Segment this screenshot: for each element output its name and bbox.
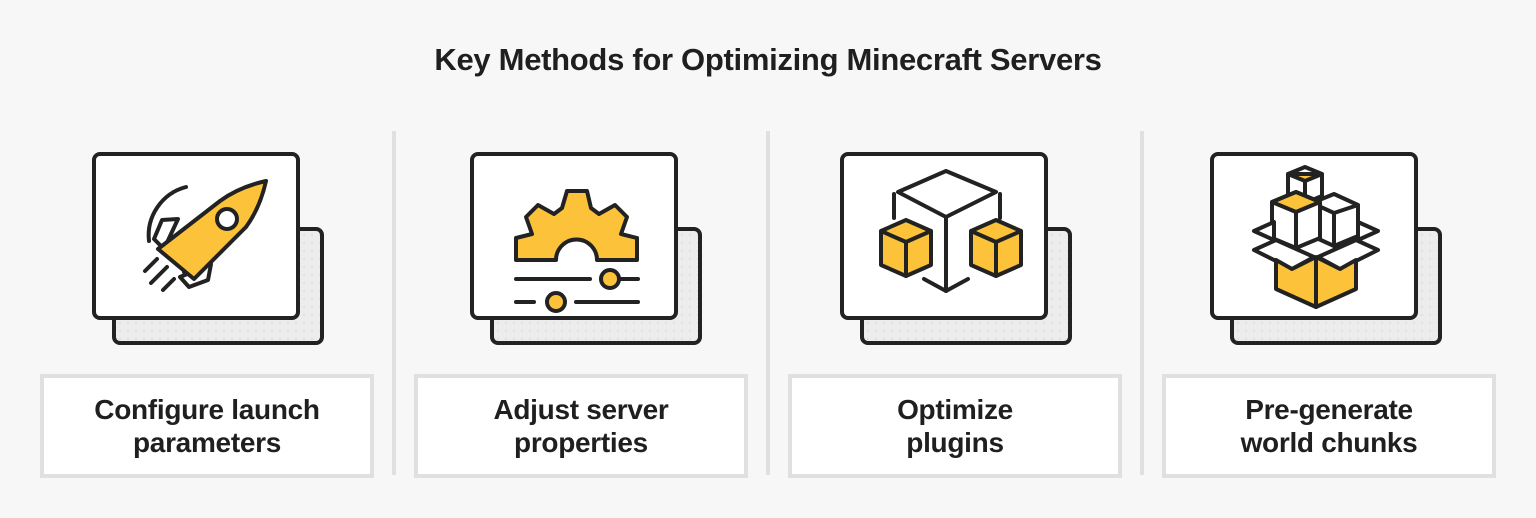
label-line-2: properties [514,427,648,458]
method-card-launch-parameters: Configure launch parameters [40,0,374,518]
icon-card [470,152,678,320]
divider [1140,131,1144,475]
gear-sliders-icon [514,189,640,313]
divider [392,131,396,475]
icon-card [840,152,1048,320]
method-card-server-properties: Adjust server properties [414,0,748,518]
page-title: Key Methods for Optimizing Minecraft Ser… [434,42,1102,77]
label-line-2: plugins [906,427,1004,458]
method-label: Optimize plugins [788,374,1122,478]
method-label: Adjust server properties [414,374,748,478]
method-label: Configure launch parameters [40,374,374,478]
box-chunks-icon [1252,165,1380,309]
label-line-1: Optimize [897,394,1013,425]
method-card-plugins: Optimize plugins [788,0,1122,518]
label-line-1: Pre-generate [1245,394,1413,425]
method-label: Pre-generate world chunks [1162,374,1496,478]
rocket-icon [143,179,268,292]
label-line-2: world chunks [1240,427,1418,458]
icon-card [92,152,300,320]
method-card-world-chunks: Pre-generate world chunks [1162,0,1496,518]
icon-card [1210,152,1418,320]
cubes-plugins-icon [879,169,1023,293]
label-line-1: Adjust server [493,394,669,425]
divider [766,131,770,475]
label-line-1: Configure launch [94,394,320,425]
label-line-2: parameters [133,427,281,458]
